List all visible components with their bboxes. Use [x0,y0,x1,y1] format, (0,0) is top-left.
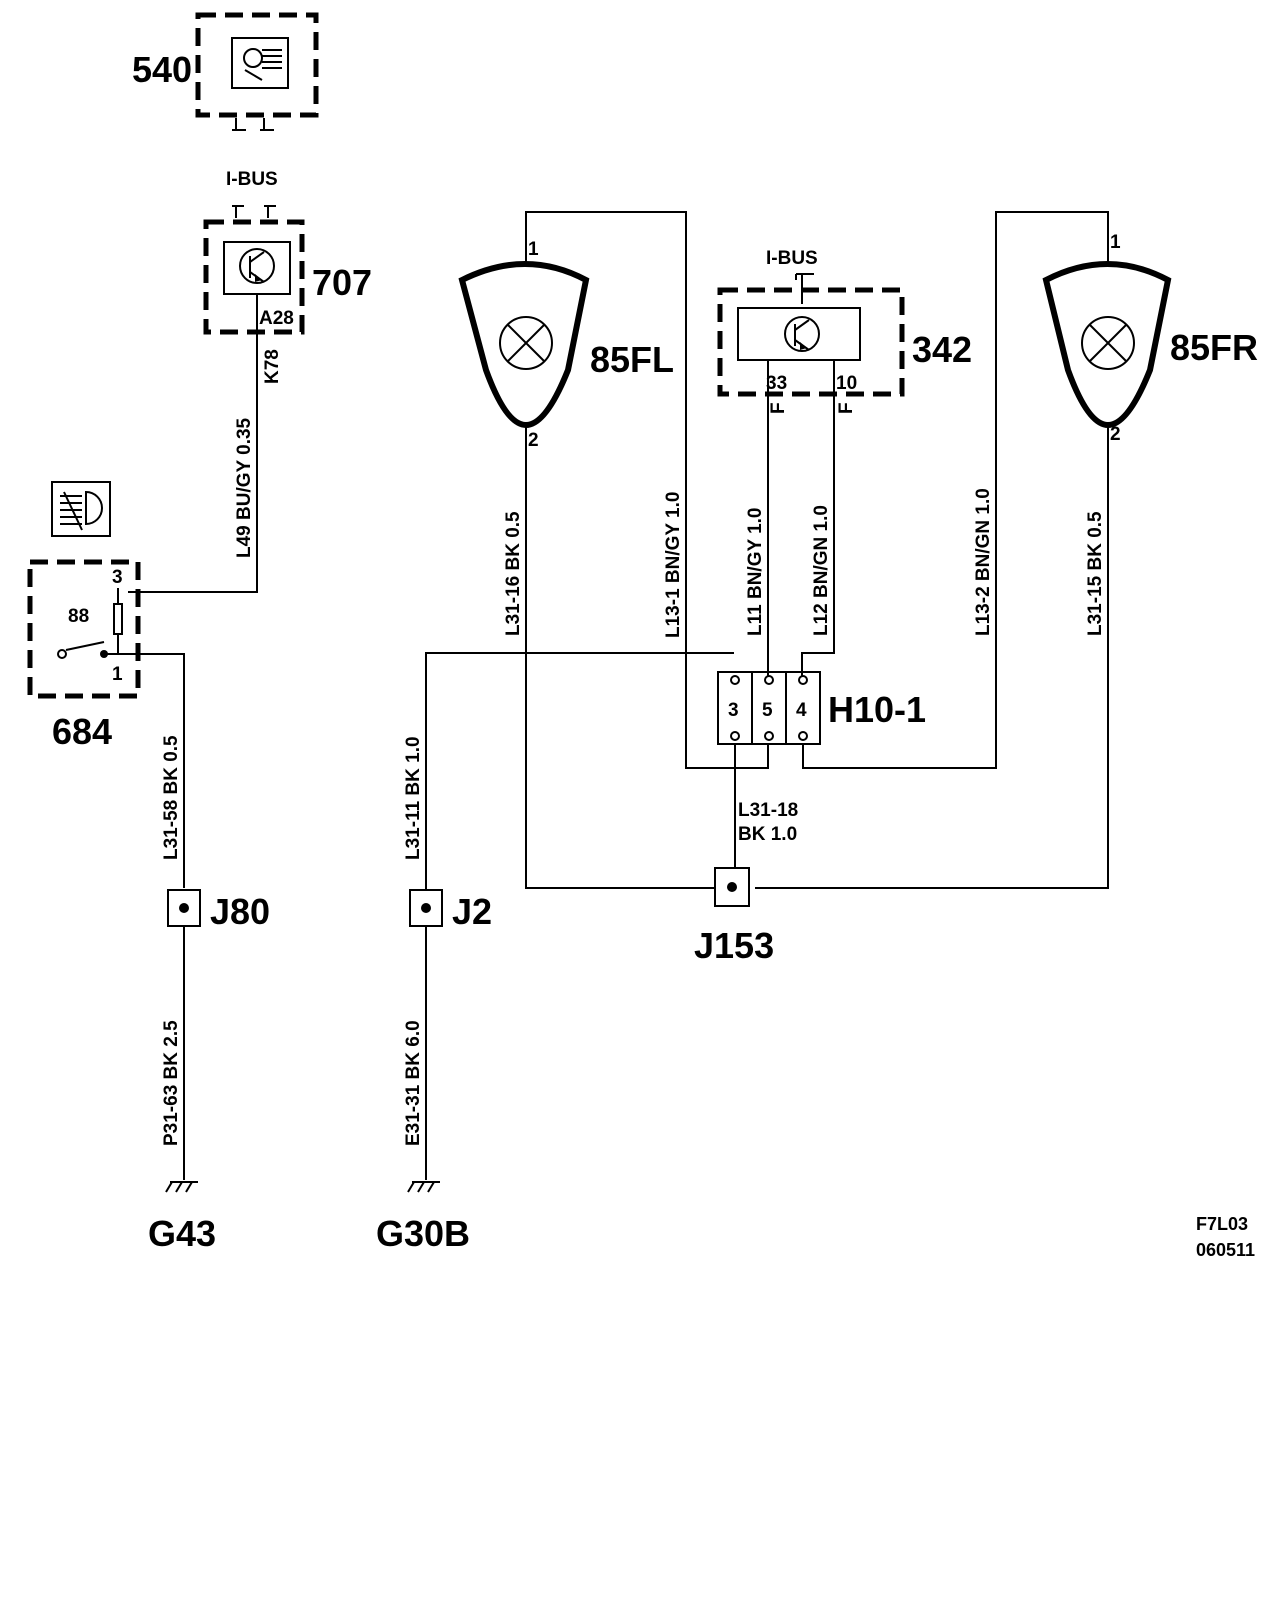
wire-label-l12: L12 BN/GN 1.0 [811,505,832,636]
ground-g30b: G30B [376,1181,470,1254]
component-707: I-BUS A28 707 [203,169,372,335]
wire-l31-15 [755,424,1109,889]
splice-icon [727,882,737,892]
wire-label-e31-31: E31-31 BK 6.0 [403,1020,424,1146]
pin-85fl-2: 2 [528,430,539,451]
component-684: 3 1 88 684 [27,481,141,752]
lamp-icon [1081,316,1135,370]
ground-icon [165,1181,198,1193]
splice-icon [179,903,189,913]
wire-l13-2 [802,211,1109,769]
wire-label-l31-58: L31-58 BK 0.5 [161,735,182,860]
diagram-code: F7L03 [1196,1214,1248,1234]
wire-l12 [801,360,835,676]
label-j80: J80 [210,891,270,932]
pin-85fr-1: 1 [1110,232,1121,253]
label-g30b: G30B [376,1213,470,1254]
label-707: 707 [312,262,372,303]
lamp-85fr: 1 2 85FR [1042,232,1258,445]
pin-684-3: 3 [112,567,123,588]
label-g43: G43 [148,1213,216,1254]
wire-l13-1 [525,211,769,769]
wire-l31-58 [138,653,185,888]
transistor-icon [239,248,275,284]
diagram-date-code: 060511 [1196,1240,1255,1260]
label-342: 342 [912,329,972,370]
splice-j153: J153 [694,867,774,966]
fog-light-icon [51,481,111,537]
wire-label-l31-15: L31-15 BK 0.5 [1085,511,1106,636]
label-j153: J153 [694,925,774,966]
headlamp-washer-icon [231,37,289,89]
label-684: 684 [52,711,112,752]
ground-icon [407,1181,440,1193]
label-h10-1: H10-1 [828,689,926,730]
wire-l31-11 [425,652,734,890]
wire-label-k78: K78 [262,349,283,384]
wire-label-l13-2: L13-2 BN/GN 1.0 [973,488,994,636]
pin-684-88: 88 [68,606,89,627]
splice-j80: J80 [167,889,270,932]
wire-label-l13-1: L13-1 BN/GY 1.0 [663,492,684,638]
label-540: 540 [132,49,192,90]
label-85fl: 85FL [590,339,674,380]
splice-icon [421,903,431,913]
ibus-label-707: I-BUS [226,169,278,190]
ibus-label-342: I-BUS [766,248,818,269]
pin-85fr-2: 2 [1110,424,1121,445]
lamp-85fl: 1 2 85FL [458,239,674,451]
pin-h10-3: 3 [728,700,739,721]
pin-h10-4: 4 [796,700,807,721]
wire-label-l31-18b: BK 1.0 [738,824,797,845]
pin-85fl-1: 1 [528,239,539,260]
connector-h10-1: 3 5 4 H10-1 [717,671,926,745]
label-85fr: 85FR [1170,327,1258,368]
wire-label-l31-18a: L31-18 [738,800,798,821]
ground-g43: G43 [148,1181,216,1254]
pin-h10-5: 5 [762,700,773,721]
pin-342-10: 10 [836,373,857,394]
transistor-icon [784,316,820,352]
pin-a28: A28 [259,308,294,329]
splice-j2: J2 [409,889,492,932]
pin-684-1: 1 [112,664,123,685]
wire-label-l49: L49 BU/GY 0.35 [234,417,255,558]
wire-l31-16 [525,424,715,889]
pin-342-f2: F [836,402,857,414]
wire-label-p31-63: P31-63 BK 2.5 [161,1020,182,1146]
component-540: 540 [132,12,319,131]
wire-label-l31-11: L31-11 BK 1.0 [403,736,424,860]
label-j2: J2 [452,891,492,932]
component-342: I-BUS 33 10 F F 342 [717,248,972,414]
wire-label-l31-16: L31-16 BK 0.5 [503,511,524,636]
lamp-icon [499,316,553,370]
wire-l49 [128,332,258,593]
wire-label-l11: L11 BN/GY 1.0 [745,508,766,637]
pin-342-33: 33 [766,373,787,394]
pin-342-f1: F [768,402,789,414]
